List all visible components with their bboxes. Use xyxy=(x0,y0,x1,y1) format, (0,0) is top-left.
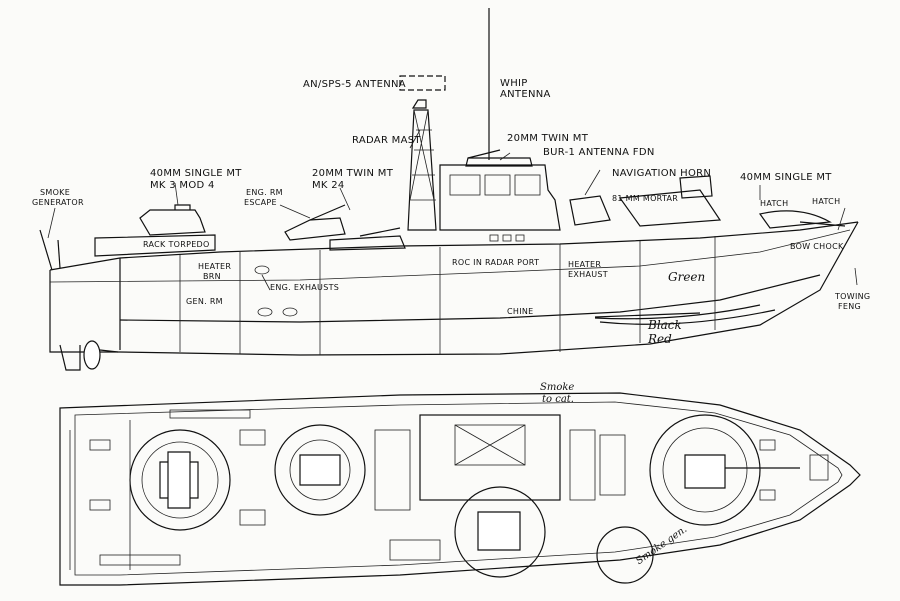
label-navigation-horn: NAVIGATION HORN xyxy=(612,168,712,179)
label-red: Red xyxy=(648,332,672,346)
single40-mount-aft xyxy=(139,209,206,236)
label-radar-port: ROC IN RADAR PORT xyxy=(452,258,540,267)
deck-fittings xyxy=(69,409,829,570)
label-20mm-twin-mid: 20MM TWIN MT xyxy=(312,168,394,179)
label-smoke: SMOKE xyxy=(40,188,71,197)
rudder xyxy=(59,344,81,371)
twin20-top xyxy=(465,157,533,167)
leader-lines xyxy=(47,129,858,291)
label-mk24: MK 24 xyxy=(312,180,345,191)
label-green: Green xyxy=(668,270,706,284)
label-heater-exhaust-2: EXHAUST xyxy=(568,270,608,279)
label-40mm-single-aft: 40MM SINGLE MT xyxy=(150,168,242,179)
label-towing: TOWING xyxy=(835,292,871,301)
gun-tub-20mm xyxy=(274,424,366,516)
label-mk3-mod4: MK 3 MOD 4 xyxy=(150,180,215,191)
frame-lines xyxy=(179,236,716,355)
label-hatch-1: HATCH xyxy=(760,199,789,208)
hull-outline xyxy=(49,221,859,356)
label-eng-exhausts: ENG. EXHAUSTS xyxy=(270,283,340,292)
label-gen-rm: GEN. RM xyxy=(186,297,223,306)
propeller xyxy=(83,340,101,370)
forward-hatch xyxy=(758,210,832,229)
gun-tub-mid xyxy=(454,486,546,578)
label-rack-torpedo: RACK TORPEDO xyxy=(143,240,210,249)
label-generator: GENERATOR xyxy=(32,198,84,207)
label-radar-mast: RADAR MAST xyxy=(352,135,421,146)
label-20mm-twin-top: 20MM TWIN MT xyxy=(507,133,589,144)
label-bur1-antenna: BUR-1 ANTENNA FDN xyxy=(543,147,655,158)
label-whip: WHIP xyxy=(500,78,528,89)
navigation-horn-mount xyxy=(569,195,611,226)
label-bow-chock: BOW CHOCK xyxy=(790,242,844,251)
label-heater-brn: BRN xyxy=(203,272,221,281)
sheer-line xyxy=(49,229,851,283)
label-whip-antenna: ANTENNA xyxy=(500,89,551,100)
radar-mast-top xyxy=(411,99,427,109)
label-40mm-single-fwd: 40MM SINGLE MT xyxy=(740,172,832,183)
label-eng-rm: ENG. RM xyxy=(246,188,283,197)
label-hatch-2: HATCH xyxy=(812,197,841,206)
torpedo-rack xyxy=(94,234,216,257)
mortar-mount xyxy=(618,189,722,227)
gun-tub-fwd xyxy=(649,414,761,526)
label-escape: ESCAPE xyxy=(244,198,277,207)
label-81mm-mortar: 81 MM MORTAR xyxy=(612,194,679,203)
label-heater: HEATER xyxy=(198,262,232,271)
deck-plan-outline xyxy=(59,392,861,586)
twin20-mount xyxy=(284,217,346,241)
label-heater-exhaust-1: HEATER xyxy=(568,260,602,269)
label-sps5-antenna: AN/SPS-5 ANTENNA xyxy=(303,79,406,90)
boot-top-line xyxy=(594,304,761,320)
label-smoke-top: Smoke xyxy=(540,382,575,393)
label-chine: CHINE xyxy=(507,307,534,316)
label-black: Black xyxy=(648,318,682,332)
smoke-generator-tub xyxy=(596,526,654,584)
deck-line xyxy=(49,221,859,271)
pilot-house xyxy=(439,164,561,231)
sps5-antenna-box xyxy=(399,75,446,91)
label-smoke-to-cat: to cat. xyxy=(542,394,574,405)
pilot-house-plan xyxy=(419,414,561,501)
label-towing-feng: FENG xyxy=(838,302,862,311)
radar-mast xyxy=(407,109,437,231)
